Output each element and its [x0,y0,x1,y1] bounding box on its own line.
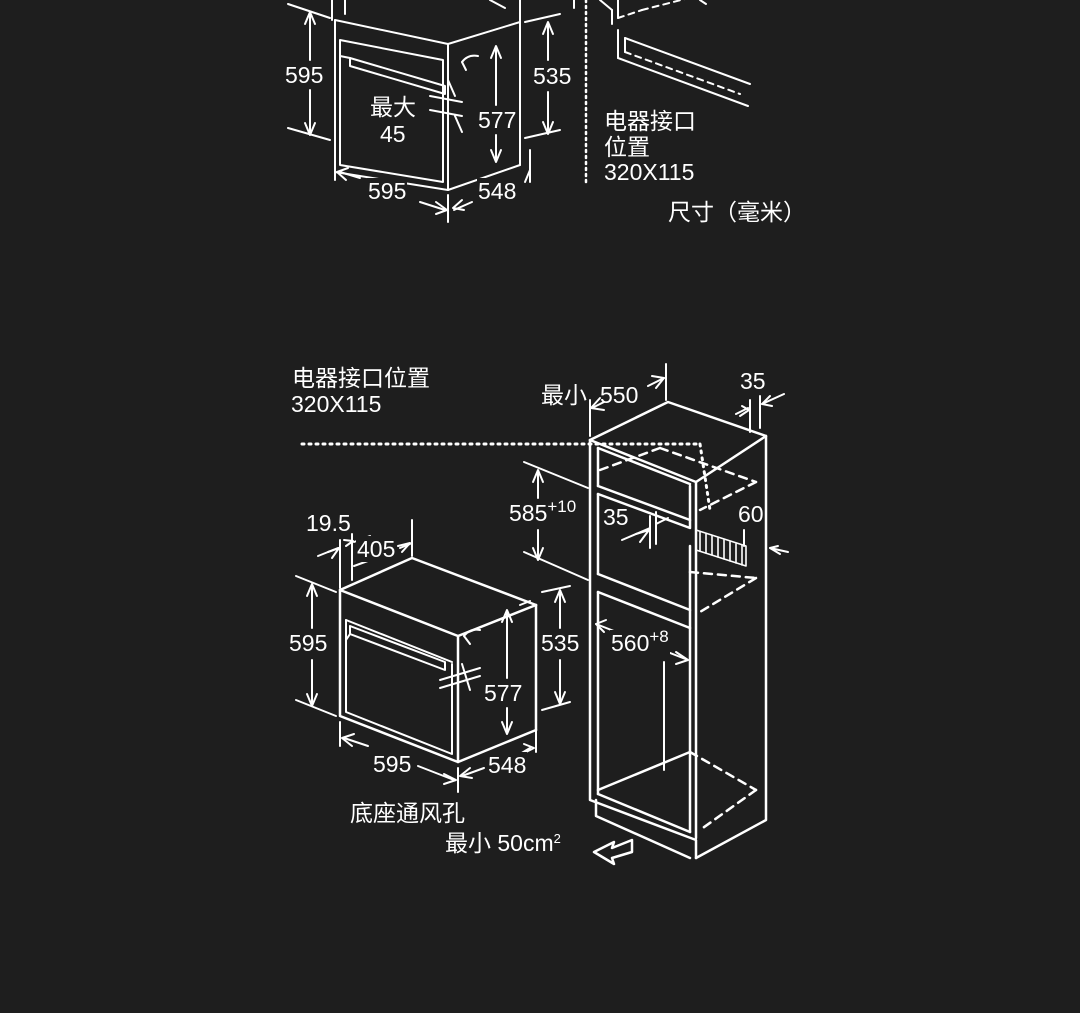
dim-560-value: 560 [611,630,650,656]
vent-min-text: 最小 50cm [445,830,554,856]
bottom-dim-depth-label: 548 [487,752,528,778]
bottom-oven-drawing [338,556,538,764]
dim-560-tolerance: +8 [649,627,669,646]
vent-label: 底座通风孔 [350,800,465,826]
top-dim-width-label: 595 [367,178,408,204]
bottom-cabinet-drawing [588,400,768,860]
top-connection-label-2: 位置 [604,134,650,160]
bottom-connection-label: 电器接口位置 [292,365,430,391]
vent-min-exponent: 2 [553,831,561,846]
dim-585-tolerance: +10 [547,497,577,516]
dim-560-label: 560+8 [610,627,670,659]
bottom-connection-size: 320X115 [291,391,382,417]
dim-60-label: 60 [738,501,764,527]
bottom-connection-dotted-line [300,442,712,512]
bottom-cabinet-hidden-lines [598,446,758,832]
top-connection-label-1: 电器接口 [604,108,696,134]
top-dim-height-label: 595 [284,62,325,88]
dim-35-mid-label: 35 [603,504,629,530]
top-oven-drawing [331,0,521,191]
top-dimension-lines [287,3,561,223]
dim-35-top-label: 35 [740,368,766,394]
top-cabinet-drawing [573,0,751,107]
min-value-550: 550 [600,382,639,408]
top-dim-depth-label: 548 [477,178,518,204]
min-label: 最小 [541,382,587,408]
top-dim-front-label: 535 [532,63,573,89]
top-dim-inner-label: 577 [477,107,518,133]
dim-19-5-label: 19.5 [306,510,351,536]
top-connection-size: 320X115 [604,159,695,185]
bottom-dim-width-label: 595 [372,751,413,777]
bottom-dim-height-label: 595 [288,630,329,656]
dim-405-label: 405 [356,536,397,562]
top-dim-max-value: 45 [380,121,406,147]
bottom-dim-inner-label: 577 [483,680,524,706]
bottom-dim-front-label: 535 [540,630,581,656]
connection-hatched-area [695,529,747,567]
vent-min-label: 最小 50cm2 [445,830,561,860]
top-dim-max-label: 最大 [370,94,416,120]
bottom-cabinet-dimension-lines [523,363,789,771]
dim-585-label: 585+10 [508,497,578,529]
dim-585-value: 585 [509,500,548,526]
vent-arrow [592,838,634,866]
units-label: 尺寸（毫米） [668,199,806,225]
